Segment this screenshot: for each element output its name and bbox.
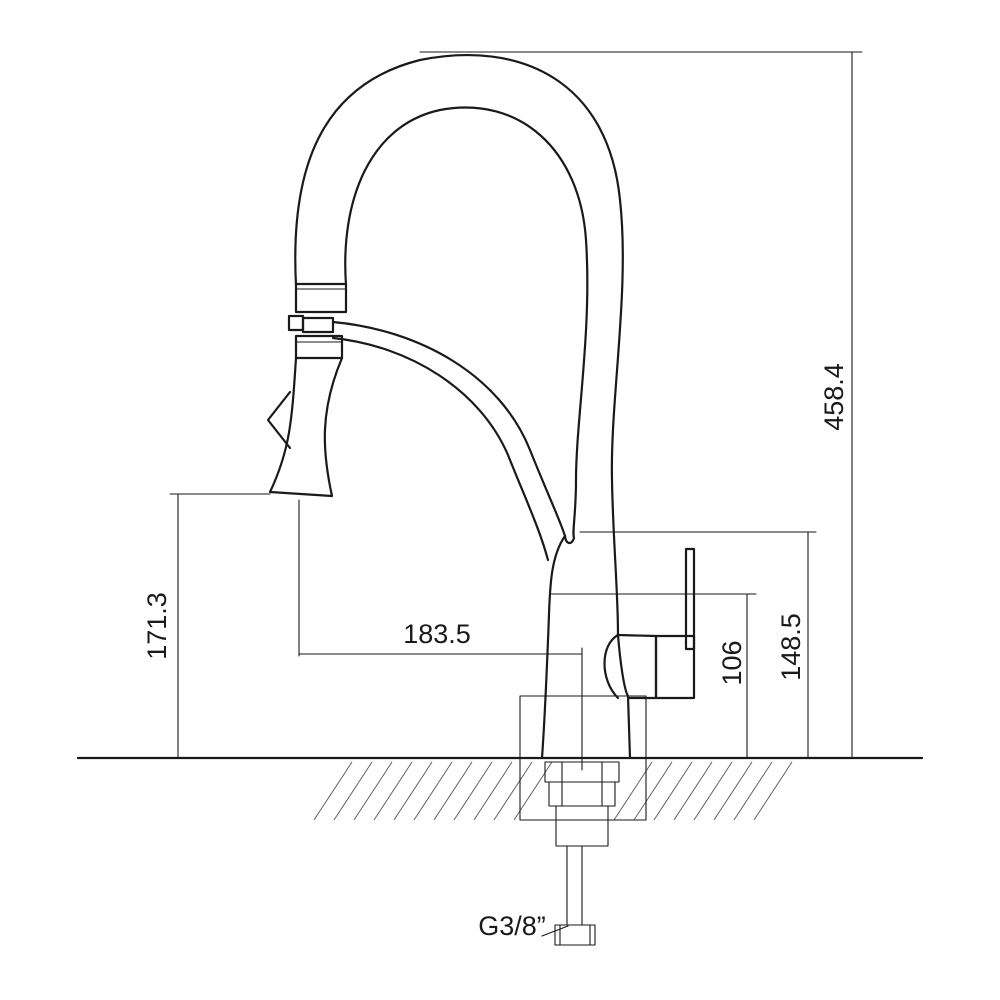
- hatch-line: [493, 761, 533, 821]
- dim-spout-height-label: 171.3: [142, 592, 172, 660]
- hatch-line: [353, 761, 393, 821]
- gooseneck-tip: [563, 534, 576, 545]
- faucet-body-left: [540, 534, 567, 760]
- pullout-hose-lower: [331, 336, 550, 562]
- supply-hose: [554, 845, 596, 946]
- hatch-line: [453, 761, 493, 821]
- dim-lever-height: 106: [549, 593, 757, 759]
- faucet-body-inner: [344, 106, 589, 540]
- thread-label: G3/8”: [478, 911, 546, 941]
- dim-spout-reach: 183.5: [298, 499, 583, 771]
- hatch-line: [753, 761, 793, 821]
- hatch-line: [393, 761, 433, 821]
- hatch-line: [433, 761, 473, 821]
- lever-handle: [603, 547, 696, 700]
- hatch-line: [733, 761, 773, 821]
- dim-overall-height: 458.4: [419, 51, 863, 759]
- dim-body-height: 148.5: [579, 531, 817, 759]
- counter-hatching: [313, 761, 793, 821]
- hatch-line: [413, 761, 453, 821]
- mounting-nut: [544, 761, 620, 847]
- hatch-line: [333, 761, 373, 821]
- dim-body-height-label: 148.5: [776, 613, 806, 681]
- hatch-line: [673, 761, 713, 821]
- spray-head: [266, 282, 348, 498]
- dim-lever-height-label: 106: [717, 640, 747, 685]
- faucet-body-outer: [294, 53, 624, 637]
- hatch-line: [373, 761, 413, 821]
- hatch-line: [633, 761, 673, 821]
- dim-spout-height: 171.3: [142, 493, 271, 759]
- faucet-body-right: [616, 633, 632, 760]
- hatch-line: [653, 761, 693, 821]
- hatch-line: [713, 761, 753, 821]
- hatch-line: [693, 761, 733, 821]
- dim-overall-height-label: 458.4: [819, 363, 849, 431]
- hatch-line: [313, 761, 353, 821]
- mounting-block: [519, 695, 647, 821]
- thread-callout: G3/8”: [478, 911, 569, 941]
- dim-spout-reach-label: 183.5: [403, 619, 471, 649]
- pullout-hose-upper: [331, 320, 567, 538]
- hatch-line: [473, 761, 513, 821]
